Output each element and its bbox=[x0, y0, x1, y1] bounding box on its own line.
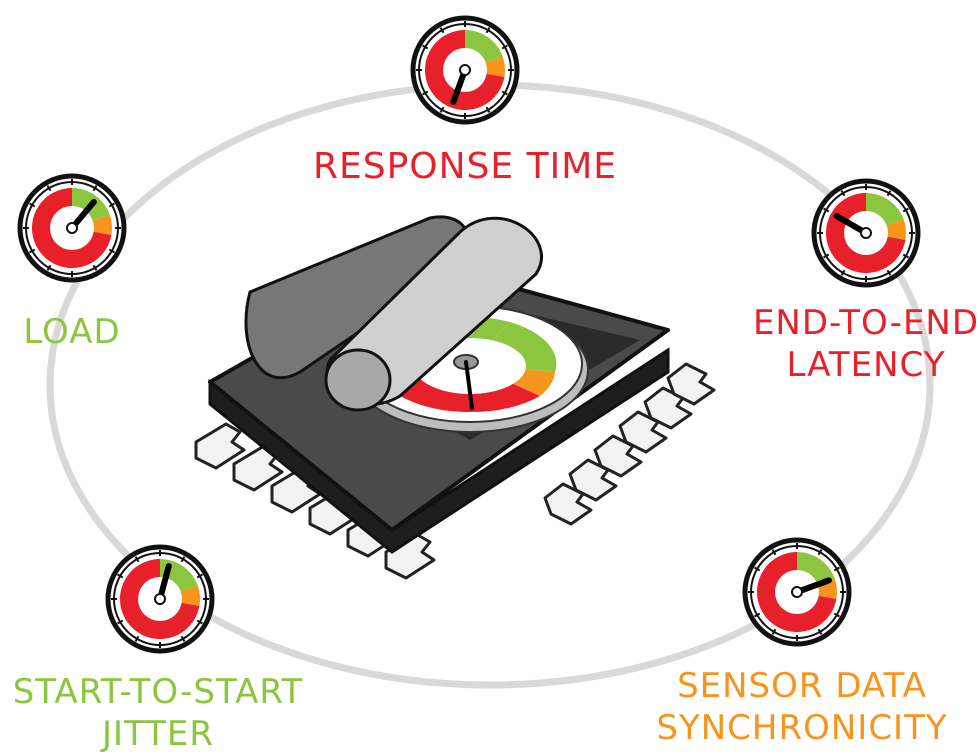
gauge-tick bbox=[46, 185, 52, 192]
gauge-tick bbox=[840, 190, 846, 197]
label-end-to-end-line1: END-TO-END bbox=[753, 303, 979, 343]
chip-dial-needle bbox=[464, 360, 474, 410]
gauge-tick bbox=[823, 253, 830, 259]
gauge-end-to-end-latency bbox=[811, 178, 921, 288]
label-start-to-start-line2: JITTER bbox=[100, 714, 214, 754]
gauge-load bbox=[17, 173, 127, 283]
label-start-to-start-line1: START-TO-START bbox=[13, 672, 304, 712]
gauge-hub bbox=[66, 222, 78, 234]
gauge-response-time bbox=[410, 15, 520, 125]
gauge-start-to-start-jitter bbox=[105, 544, 215, 654]
gauge-tick bbox=[108, 248, 115, 254]
gauge-tick bbox=[501, 44, 508, 50]
gauge-tick bbox=[134, 635, 140, 642]
gauge-tick bbox=[485, 106, 491, 113]
gauge-tick bbox=[817, 549, 823, 556]
gauge-tick bbox=[439, 106, 445, 113]
gauge-tick bbox=[29, 248, 36, 254]
gauge-sensor-data-synchronicity bbox=[742, 537, 852, 647]
label-response-time: RESPONSE TIME bbox=[313, 146, 617, 187]
chip-peeled-cover bbox=[244, 215, 470, 380]
gauge-tick bbox=[886, 190, 892, 197]
gauge-tick bbox=[180, 556, 186, 563]
gauge-tick bbox=[771, 628, 777, 635]
gauge-tick bbox=[422, 90, 429, 96]
label-end-to-end-line2: LATENCY bbox=[787, 345, 946, 385]
gauge-tick bbox=[501, 90, 508, 96]
gauge-tick bbox=[46, 264, 52, 271]
gauge-tick bbox=[108, 202, 115, 208]
gauge-tick bbox=[422, 44, 429, 50]
gauge-tick bbox=[485, 27, 491, 34]
gauge-tick bbox=[92, 264, 98, 271]
gauges-group bbox=[17, 15, 921, 654]
gauge-tick bbox=[117, 619, 124, 625]
gauge-tick bbox=[833, 612, 840, 618]
gauge-tick bbox=[196, 619, 203, 625]
label-sensor-line1: SENSOR DATA bbox=[677, 666, 927, 706]
gauge-hub bbox=[860, 227, 872, 239]
gauge-tick bbox=[29, 202, 36, 208]
gauge-tick bbox=[134, 556, 140, 563]
gauge-tick bbox=[771, 549, 777, 556]
label-load: LOAD bbox=[23, 312, 120, 352]
label-sensor-line2: SYNCHRONICITY bbox=[656, 708, 947, 748]
gauge-tick bbox=[886, 269, 892, 276]
gauge-tick bbox=[833, 566, 840, 572]
gauge-hub bbox=[791, 586, 803, 598]
gauge-tick bbox=[902, 207, 909, 213]
gauge-tick bbox=[840, 269, 846, 276]
gauge-hub bbox=[154, 593, 166, 605]
gauge-tick bbox=[92, 185, 98, 192]
chip-dial bbox=[351, 305, 589, 433]
gauge-tick bbox=[439, 27, 445, 34]
chip-pins-right bbox=[543, 362, 716, 526]
chip-illustration bbox=[194, 215, 716, 580]
gauge-tick bbox=[754, 566, 761, 572]
gauge-tick bbox=[180, 635, 186, 642]
gauge-hub bbox=[459, 64, 471, 76]
gauge-tick bbox=[902, 253, 909, 259]
gauge-tick bbox=[117, 573, 124, 579]
gauge-tick bbox=[817, 628, 823, 635]
chip-roll-end bbox=[324, 348, 392, 412]
gauge-tick bbox=[754, 612, 761, 618]
gauge-tick bbox=[196, 573, 203, 579]
gauge-tick bbox=[823, 207, 830, 213]
